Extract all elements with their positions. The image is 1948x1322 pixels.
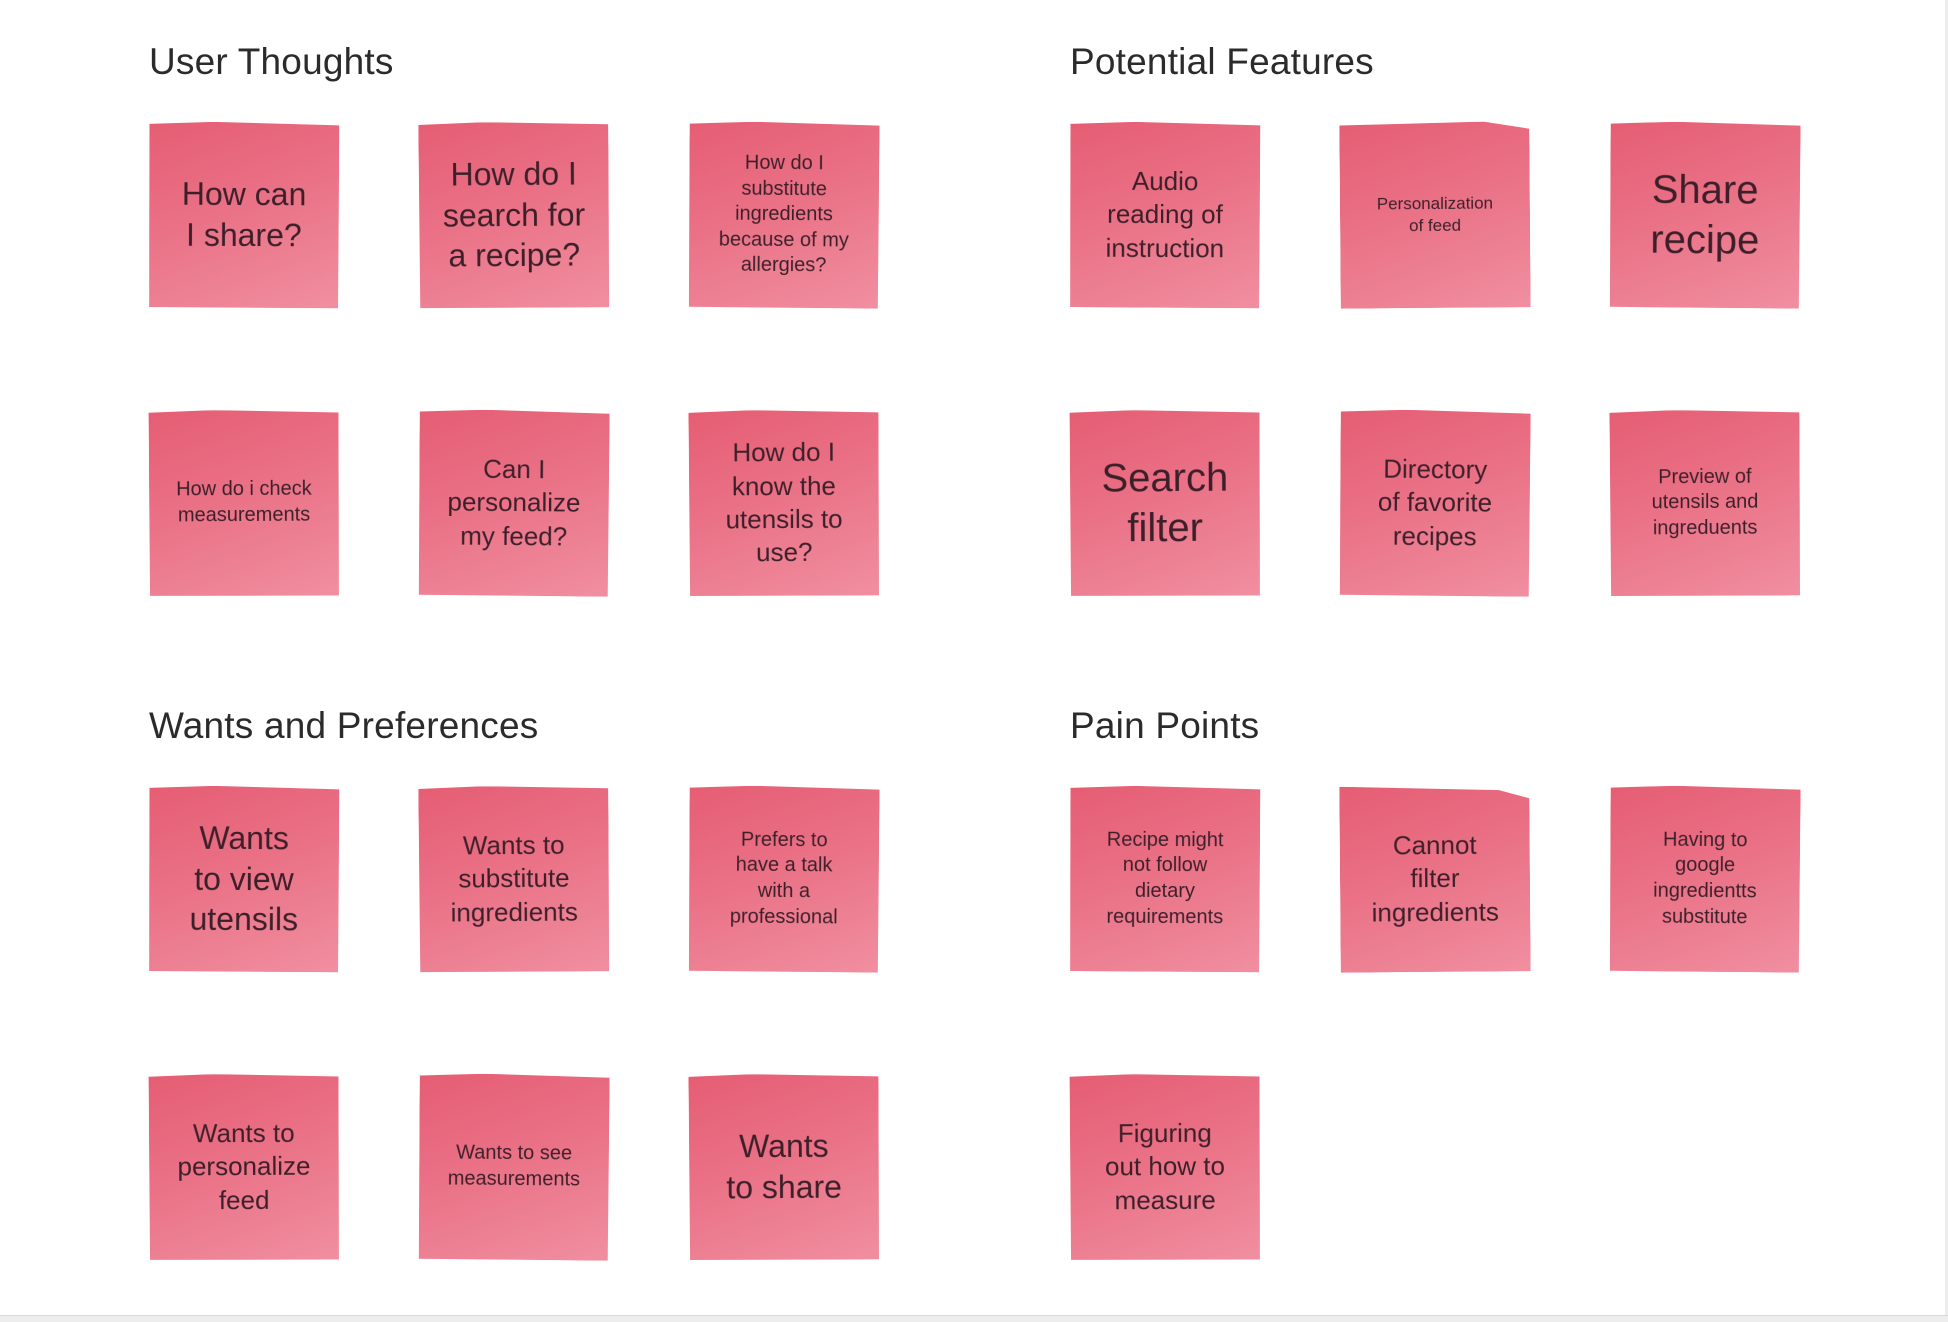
sticky-note-text: Preview of utensils and ingreduents — [1651, 465, 1759, 540]
sticky-note-text: Recipe might not follow dietary requirem… — [1106, 828, 1224, 928]
section-user-thoughts: User Thoughts How can I share? How do I … — [149, 40, 885, 596]
sticky-note[interactable]: Wants to substitute ingredients — [418, 785, 609, 972]
sticky-note[interactable]: Preview of utensils and ingreduents — [1609, 409, 1800, 596]
sticky-note[interactable]: How do I know the utensils to use? — [688, 409, 879, 596]
sticky-note[interactable]: Wants to personalize feed — [149, 1074, 340, 1261]
sticky-note[interactable]: Figuring out how to measure — [1070, 1074, 1261, 1261]
sticky-note[interactable]: Can I personalize my feed? — [418, 409, 609, 596]
sticky-note-text: Audio reading of instruction — [1105, 165, 1225, 263]
sticky-note[interactable]: Wants to see measurements — [418, 1073, 609, 1260]
sticky-note[interactable]: Wants to view utensils — [149, 786, 340, 973]
window-edge-right — [1945, 0, 1948, 1322]
section-title-potential-features: Potential Features — [1070, 41, 1374, 82]
section-pain-points: Pain Points Recipe might not follow diet… — [1070, 704, 1806, 1260]
sticky-note[interactable]: Wants to share — [688, 1073, 879, 1260]
notes-grid-wants-and-preferences: Wants to view utensils Wants to substitu… — [149, 786, 885, 1260]
sticky-note-text: Wants to substitute ingredients — [450, 829, 578, 928]
sticky-note-text: Search filter — [1101, 455, 1229, 551]
sticky-note-text: Share recipe — [1650, 167, 1760, 263]
section-potential-features: Potential Features Audio reading of inst… — [1070, 40, 1806, 596]
sticky-note-text: Personalization of feed — [1376, 193, 1494, 236]
sticky-note-text: Wants to view utensils — [189, 819, 299, 938]
sticky-note[interactable]: Search filter — [1070, 410, 1261, 597]
window-edge-bottom — [0, 1315, 1948, 1322]
sticky-note-text: Can I personalize my feed? — [447, 453, 581, 552]
sticky-note[interactable]: Directory of favorite recipes — [1339, 409, 1530, 596]
notes-grid-user-thoughts: How can I share? How do I search for a r… — [149, 122, 885, 596]
section-title-wants-and-preferences: Wants and Preferences — [149, 705, 539, 746]
sticky-note-text: Cannot filter ingredients — [1371, 829, 1499, 928]
sticky-note-text: How do I substitute ingredients because … — [718, 151, 849, 277]
sticky-note[interactable]: How do I search for a recipe? — [418, 121, 609, 308]
sticky-note[interactable]: How do I substitute ingredients because … — [688, 121, 879, 308]
sticky-note[interactable]: Personalization of feed — [1339, 121, 1530, 308]
sticky-note[interactable]: Share recipe — [1609, 121, 1800, 308]
sticky-note[interactable]: How can I share? — [149, 122, 340, 309]
notes-grid-potential-features: Audio reading of instruction Personaliza… — [1070, 122, 1806, 596]
sticky-note[interactable]: Audio reading of instruction — [1070, 122, 1261, 309]
sticky-note-text: Having to google ingredientts substitute — [1653, 828, 1757, 928]
sticky-note-text: How can I share? — [181, 175, 307, 254]
sticky-note-text: Figuring out how to measure — [1104, 1117, 1226, 1215]
section-wants-and-preferences: Wants and Preferences Wants to view uten… — [149, 704, 885, 1260]
sticky-note-text: Wants to share — [726, 1127, 843, 1206]
notes-grid-pain-points: Recipe might not follow dietary requirem… — [1070, 786, 1806, 1260]
section-title-user-thoughts: User Thoughts — [149, 41, 394, 82]
sticky-note[interactable]: Prefers to have a talk with a profession… — [688, 785, 879, 972]
sticky-note[interactable]: Recipe might not follow dietary requirem… — [1070, 786, 1261, 973]
sticky-note[interactable]: Having to google ingredientts substitute — [1609, 785, 1800, 972]
sticky-note-text: Prefers to have a talk with a profession… — [729, 828, 838, 928]
sticky-note[interactable]: How do i check measurements — [149, 410, 340, 597]
sticky-note[interactable]: Cannot filter ingredients — [1339, 785, 1530, 972]
sticky-note-text: How do I know the utensils to use? — [725, 437, 843, 568]
sticky-note-text: Wants to personalize feed — [177, 1117, 311, 1215]
sticky-note-text: Wants to see measurements — [447, 1141, 581, 1191]
sticky-note-text: How do i check measurements — [176, 478, 312, 527]
section-title-pain-points: Pain Points — [1070, 705, 1260, 746]
sticky-note-text: Directory of favorite recipes — [1377, 453, 1493, 551]
sticky-note-text: How do I search for a recipe? — [442, 155, 586, 274]
